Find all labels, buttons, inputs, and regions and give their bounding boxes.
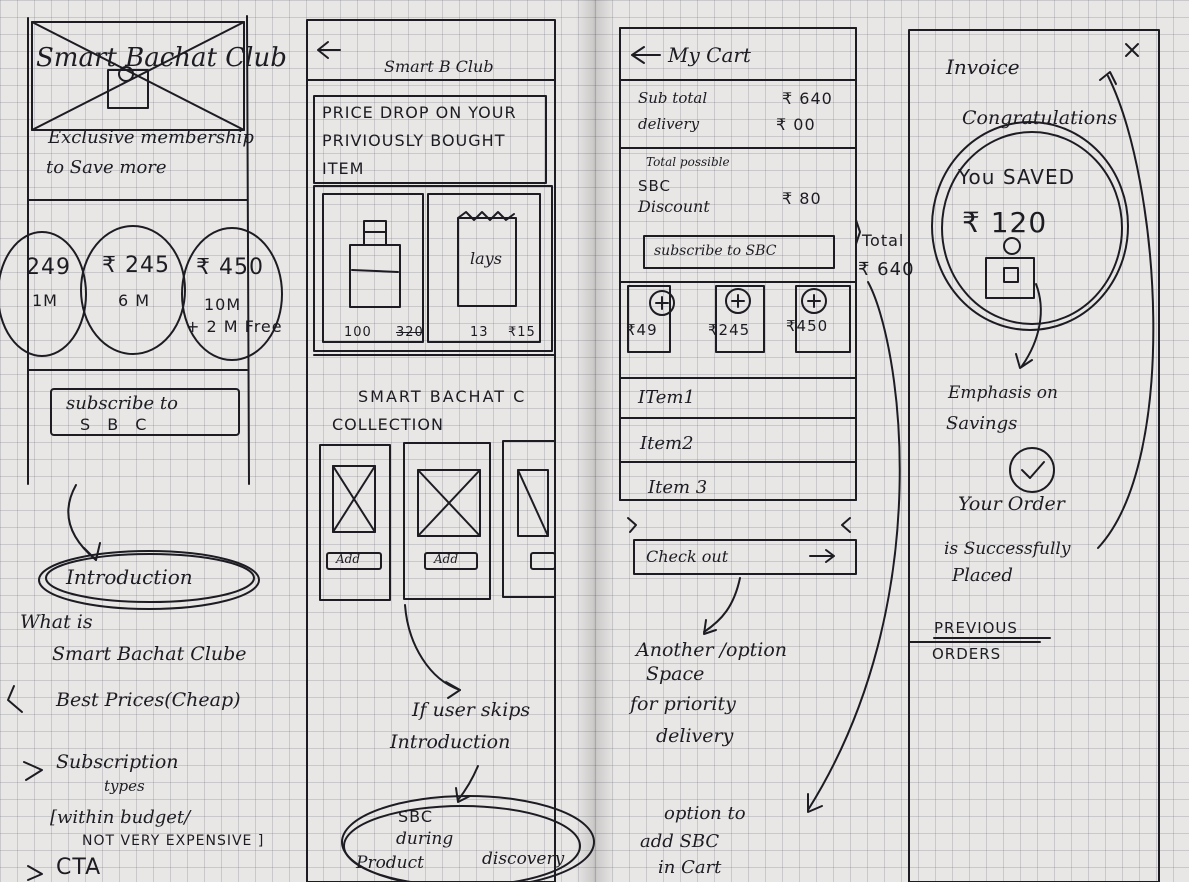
introduction-label: Introduction	[66, 565, 193, 589]
note1-line5: types	[104, 777, 145, 795]
plan-10m-price[interactable]: ₹ 450	[196, 255, 264, 280]
previous-orders-line2[interactable]: ORDERS	[932, 645, 1002, 663]
note3-line5: option to	[664, 803, 746, 824]
product2-old-price: ₹15	[508, 325, 536, 340]
emphasis-line1: Emphasis on	[948, 383, 1058, 403]
note3-line1: Another /option	[636, 639, 788, 661]
product1-new-price: 100	[344, 325, 372, 340]
cart-item-3[interactable]: Item 3	[648, 477, 708, 498]
note1-line3: Best Prices(Cheap)	[56, 689, 241, 711]
previous-orders-line1[interactable]: PREVIOUS	[934, 619, 1018, 637]
discount-label-1: Total possible	[646, 155, 730, 169]
emphasis-line2: Savings	[946, 413, 1018, 434]
note1-line7: NOT VERY EXPENSIVE ]	[82, 833, 265, 849]
order-line2: is Successfully	[944, 539, 1071, 559]
plan-10m-duration: 10M	[204, 295, 242, 314]
price-drop-line3: ITEM	[322, 159, 365, 178]
cart-item-1[interactable]: ITem1	[638, 387, 695, 408]
circle-line3: Product	[356, 853, 424, 873]
cart-plan-price-3[interactable]: ₹450	[786, 317, 829, 335]
plan-6m-price[interactable]: ₹ 245	[102, 253, 170, 278]
invoice-title: Invoice	[946, 55, 1020, 79]
delivery-value: ₹ 00	[776, 115, 816, 134]
circle-line1: SBC	[398, 807, 434, 826]
congrats-text: Congratulations	[962, 107, 1118, 129]
cart-title: My Cart	[668, 43, 751, 67]
note1-line8: CTA	[56, 855, 102, 880]
notebook-gutter	[575, 0, 615, 882]
collection-line2: COLLECTION	[332, 415, 444, 434]
total-label: Total	[862, 231, 905, 250]
note1-line2: Smart Bachat Clube	[52, 643, 247, 665]
delivery-label: delivery	[638, 115, 700, 133]
discount-label-3: Discount	[638, 197, 710, 216]
subscribe-sbc-button[interactable]: subscribe to S B C	[50, 388, 240, 436]
note3-line6: add SBC	[640, 831, 720, 852]
add-button-2[interactable]: Add	[424, 552, 478, 570]
product1-old-price: 320	[396, 325, 424, 340]
cart-plan-price-1[interactable]: ₹49	[626, 321, 658, 339]
tagline-line2: to Save more	[46, 157, 167, 178]
screen2-title: Smart B Club	[384, 57, 494, 76]
add-label-2: Add	[434, 552, 459, 566]
add-button-3[interactable]	[530, 552, 556, 570]
note2-line1: If user skips	[412, 699, 531, 721]
note1-line6: [within budget/	[50, 807, 191, 828]
price-drop-line2: PRIVIOUSLY BOUGHT	[322, 131, 506, 150]
order-line3: Placed	[952, 565, 1013, 586]
product-label-lays: lays	[470, 249, 502, 268]
saved-value: ₹ 120	[962, 206, 1048, 239]
checkout-label[interactable]: Check out	[646, 547, 729, 566]
total-value: ₹ 640	[858, 259, 915, 280]
subtotal-value: ₹ 640	[782, 89, 833, 108]
saved-label: You SAVED	[958, 165, 1076, 189]
product2-new-price: 13	[470, 325, 489, 340]
discount-label-2: SBC	[638, 177, 672, 195]
note3-line7: in Cart	[658, 857, 722, 878]
note1-line1: What is	[20, 611, 93, 633]
cart-plan-price-2[interactable]: ₹245	[708, 321, 751, 339]
logo-text: Smart Bachat Club	[36, 43, 287, 73]
plan-10m-extra: + 2 M Free	[186, 317, 283, 336]
cart-subscribe-label[interactable]: subscribe to SBC	[654, 243, 777, 259]
note3-line2: Space	[646, 663, 705, 685]
add-button-1[interactable]: Add	[326, 552, 382, 570]
note3-line4: delivery	[656, 725, 734, 747]
order-line1: Your Order	[958, 493, 1065, 515]
discount-value: ₹ 80	[782, 189, 822, 208]
note1-line4: Subscription	[56, 751, 179, 773]
collection-line1: SMART BACHAT C	[358, 387, 527, 406]
subtotal-label: Sub total	[638, 89, 708, 107]
plan-6m-duration: 6 M	[118, 291, 151, 310]
note3-line3: for priority	[630, 693, 736, 715]
add-label-1: Add	[336, 552, 361, 566]
plan-1m-price[interactable]: 249	[26, 255, 71, 280]
price-drop-line1: PRICE DROP ON YOUR	[322, 103, 517, 122]
subscribe-sbc-label-1: subscribe to	[66, 393, 178, 414]
circle-line2: during	[396, 829, 454, 849]
circle-line4: discovery	[482, 849, 565, 869]
subscribe-sbc-label-2: S B C	[80, 415, 153, 434]
tagline-line1: Exclusive membership	[48, 127, 254, 148]
note2-line2: Introduction	[390, 731, 511, 753]
plan-1m-duration: 1M	[32, 291, 58, 310]
cart-item-2[interactable]: Item2	[640, 433, 694, 454]
